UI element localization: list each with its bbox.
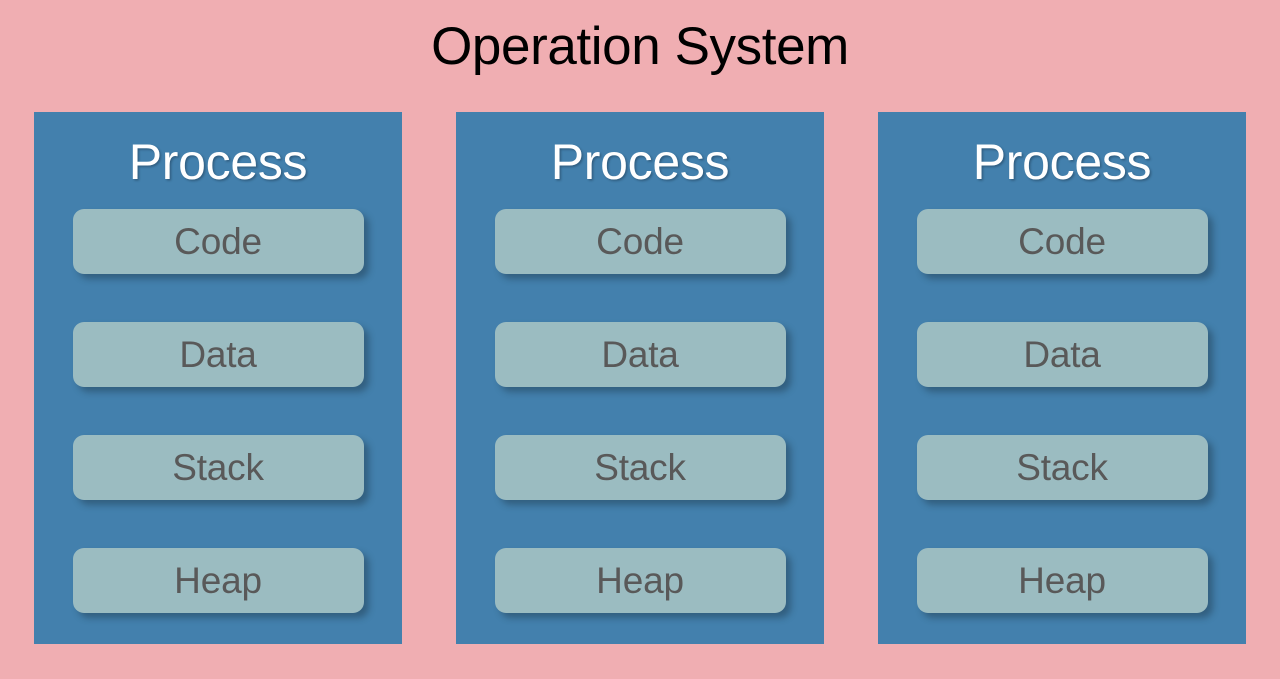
page-title: Operation System [431,17,849,76]
memory-segment-code[interactable]: Code [72,209,364,274]
memory-segment-label: Heap [174,559,262,601]
memory-segment-code[interactable]: Code [916,209,1208,274]
process-card-2[interactable]: Process Code Data Stack Heap [456,112,824,644]
memory-segment-stack[interactable]: Stack [72,435,364,500]
process-title: Process [550,134,730,190]
memory-segment-heap[interactable]: Heap [72,548,364,613]
memory-segment-heap[interactable]: Heap [916,548,1208,613]
process-list: Process Code Data Stack Heap Process [34,112,1246,644]
memory-segment-list: Code Data Stack Heap [456,209,824,613]
memory-segment-label: Code [596,220,684,262]
process-card-1[interactable]: Process Code Data Stack Heap [34,112,402,644]
memory-segment-label: Heap [1018,559,1106,601]
memory-segment-stack[interactable]: Stack [916,435,1208,500]
memory-segment-heap[interactable]: Heap [494,548,786,613]
process-card-3[interactable]: Process Code Data Stack Heap [878,112,1246,644]
memory-segment-label: Stack [1016,446,1108,488]
memory-segment-data[interactable]: Data [916,322,1208,387]
memory-segment-label: Data [179,333,257,375]
memory-segment-label: Data [1023,333,1101,375]
process-title: Process [128,134,308,190]
memory-segment-list: Code Data Stack Heap [878,209,1246,613]
memory-segment-list: Code Data Stack Heap [34,209,402,613]
memory-segment-data[interactable]: Data [72,322,364,387]
memory-segment-data[interactable]: Data [494,322,786,387]
memory-segment-label: Code [174,220,262,262]
memory-segment-label: Stack [172,446,264,488]
memory-segment-code[interactable]: Code [494,209,786,274]
memory-segment-label: Data [601,333,679,375]
memory-segment-label: Heap [596,559,684,601]
process-title: Process [972,134,1152,190]
memory-segment-label: Code [1018,220,1106,262]
memory-segment-stack[interactable]: Stack [494,435,786,500]
memory-segment-label: Stack [594,446,686,488]
